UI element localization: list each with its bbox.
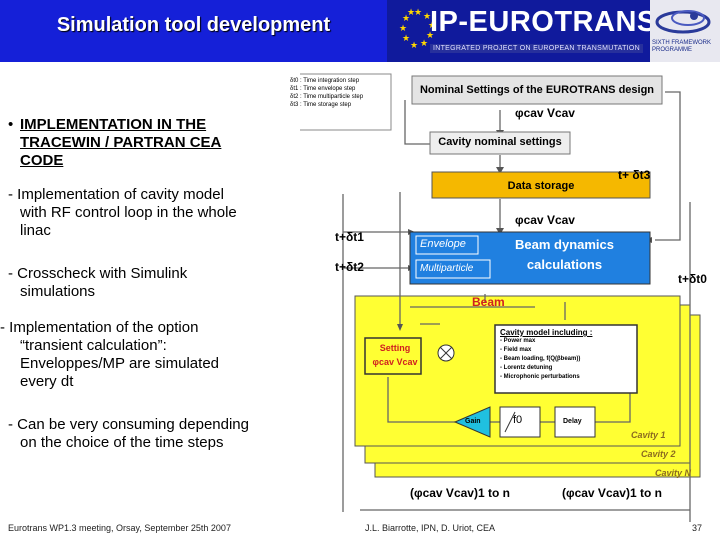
cavity-1-label: Cavity 1 <box>631 430 666 440</box>
detail-4-line2: on the choice of the time steps <box>20 434 224 451</box>
bottom-left-label: (φcav Vcav)1 to n <box>410 486 510 500</box>
fp6-line2: PROGRAMME <box>652 47 693 53</box>
detail-1-line1: - Implementation of cavity model <box>8 186 224 203</box>
bottom-right-label: (φcav Vcav)1 to n <box>562 486 662 500</box>
page-title: Simulation tool development <box>56 14 331 36</box>
svg-text:★: ★ <box>426 31 434 41</box>
beam-label: Beam <box>472 295 505 309</box>
setting-box: Setting φcav Vcav <box>367 341 423 369</box>
detail-3-line3: Enveloppes/MP are simulated <box>20 355 219 372</box>
legend-dt1: δt1 : Time envelope step <box>290 86 356 92</box>
detail-2-line2: simulations <box>20 283 96 300</box>
svg-text:★: ★ <box>428 21 436 31</box>
detail-item-2: - Crosscheck with Simulink simulations <box>8 265 298 301</box>
cavity-model-item: - Beam loading, f(Q(βbeam)) <box>500 356 581 362</box>
cavity-n-label: Cavity N <box>655 468 692 478</box>
detail-1-line2: with RF control loop in the whole <box>20 204 237 221</box>
legend-dt0: δt0 : Time integration step <box>290 78 360 84</box>
fp6-line1: SIXTH FRAMEWORK <box>652 40 712 46</box>
delay-block: Delay <box>563 418 582 425</box>
detail-2-line1: - Crosscheck with Simulink <box>8 265 188 282</box>
gain-block: Gain <box>465 418 481 425</box>
setting-phi-label: φcav Vcav <box>372 357 418 367</box>
main-bullet-line2: TRACEWIN / PARTRAN CEA <box>20 134 222 151</box>
t-dt0-label: t+δt0 <box>678 272 707 286</box>
beam-dynamics-line2: calculations <box>526 257 603 272</box>
detail-4-line1: - Can be very consuming depending <box>8 416 249 433</box>
main-bullet-line1: IMPLEMENTATION IN THE <box>20 116 207 133</box>
svg-text:★: ★ <box>420 39 428 49</box>
detail-1-line3: linac <box>20 222 51 239</box>
detail-3-line2: “transient calculation”: <box>20 337 167 354</box>
header-bar <box>0 0 387 62</box>
svg-text:★: ★ <box>402 34 410 44</box>
beam-dynamics-box: Beam dynamics calculations <box>492 235 637 275</box>
cavity-model-item: - Microphonic perturbations <box>500 374 580 380</box>
t-dt1-label: t+δt1 <box>335 230 364 244</box>
svg-text:★: ★ <box>402 14 410 24</box>
cavity-2-label: Cavity 2 <box>641 449 676 459</box>
detail-item-3: - Implementation of the option “transien… <box>0 319 300 391</box>
logo-text: IP-EUROTRANS <box>430 6 657 38</box>
svg-text:★: ★ <box>423 12 431 22</box>
f0-block: f0 <box>513 414 523 426</box>
envelope-box: Envelope <box>420 238 466 250</box>
cavity-model-item: - Field max <box>500 347 532 353</box>
svg-text:★: ★ <box>407 8 415 18</box>
t-dt3-label: t+ δt3 <box>618 168 651 182</box>
nominal-settings-box: Nominal Settings of the EUROTRANS design <box>419 84 655 96</box>
page-number: 37 <box>692 523 703 533</box>
cavity-model-item: - Lorentz detuning <box>500 365 553 371</box>
footer-meeting: Eurotrans WP1.3 meeting, Orsay, Septembe… <box>8 523 231 533</box>
cavity-model-box: Cavity model including : - Power max - F… <box>500 328 640 382</box>
beam-dynamics-line1: Beam dynamics <box>515 237 614 252</box>
simulation-diagram <box>300 73 701 522</box>
time-step-legend: δt0 : Time integration step δt1 : Time e… <box>290 77 390 109</box>
data-storage-box: Data storage <box>507 180 575 192</box>
detail-3-line4: every dt <box>20 373 74 390</box>
detail-item-4: - Can be very consuming depending on the… <box>8 416 308 452</box>
footer-authors: J.L. Biarrotte, IPN, D. Uriot, CEA <box>365 523 496 533</box>
detail-item-1: - Implementation of cavity model with RF… <box>8 186 298 240</box>
svg-text:★: ★ <box>399 24 407 34</box>
legend-dt2: δt2 : Time multiparticle step <box>290 94 364 100</box>
main-bullet-line3: CODE <box>20 152 64 169</box>
t-dt2-label: t+δt2 <box>335 260 364 274</box>
fp6-swirl-icon <box>655 10 711 34</box>
setting-label: Setting <box>379 343 411 353</box>
svg-text:★: ★ <box>410 41 418 51</box>
legend-dt3: δt3 : Time storage step <box>290 102 352 108</box>
eu-stars-logo: ★★★ ★★★ ★★★ ★ <box>399 8 436 51</box>
logo-subtitle: INTEGRATED PROJECT ON EUROPEAN TRANSMUTA… <box>430 44 644 53</box>
cavity-model-title: Cavity model including : <box>500 328 593 337</box>
svg-text:★: ★ <box>414 8 422 18</box>
detail-3-line1: - Implementation of the option <box>0 319 199 336</box>
phi-v-label-1: φcav Vcav <box>515 106 575 120</box>
multiparticle-box: Multiparticle <box>420 263 474 274</box>
fp6-caption: SIXTH FRAMEWORK PROGRAMME <box>652 40 718 54</box>
cavity-model-item: - Power max <box>500 338 536 344</box>
cavity-nominal-box: Cavity nominal settings <box>438 136 562 148</box>
phi-v-label-2: φcav Vcav <box>515 213 575 227</box>
